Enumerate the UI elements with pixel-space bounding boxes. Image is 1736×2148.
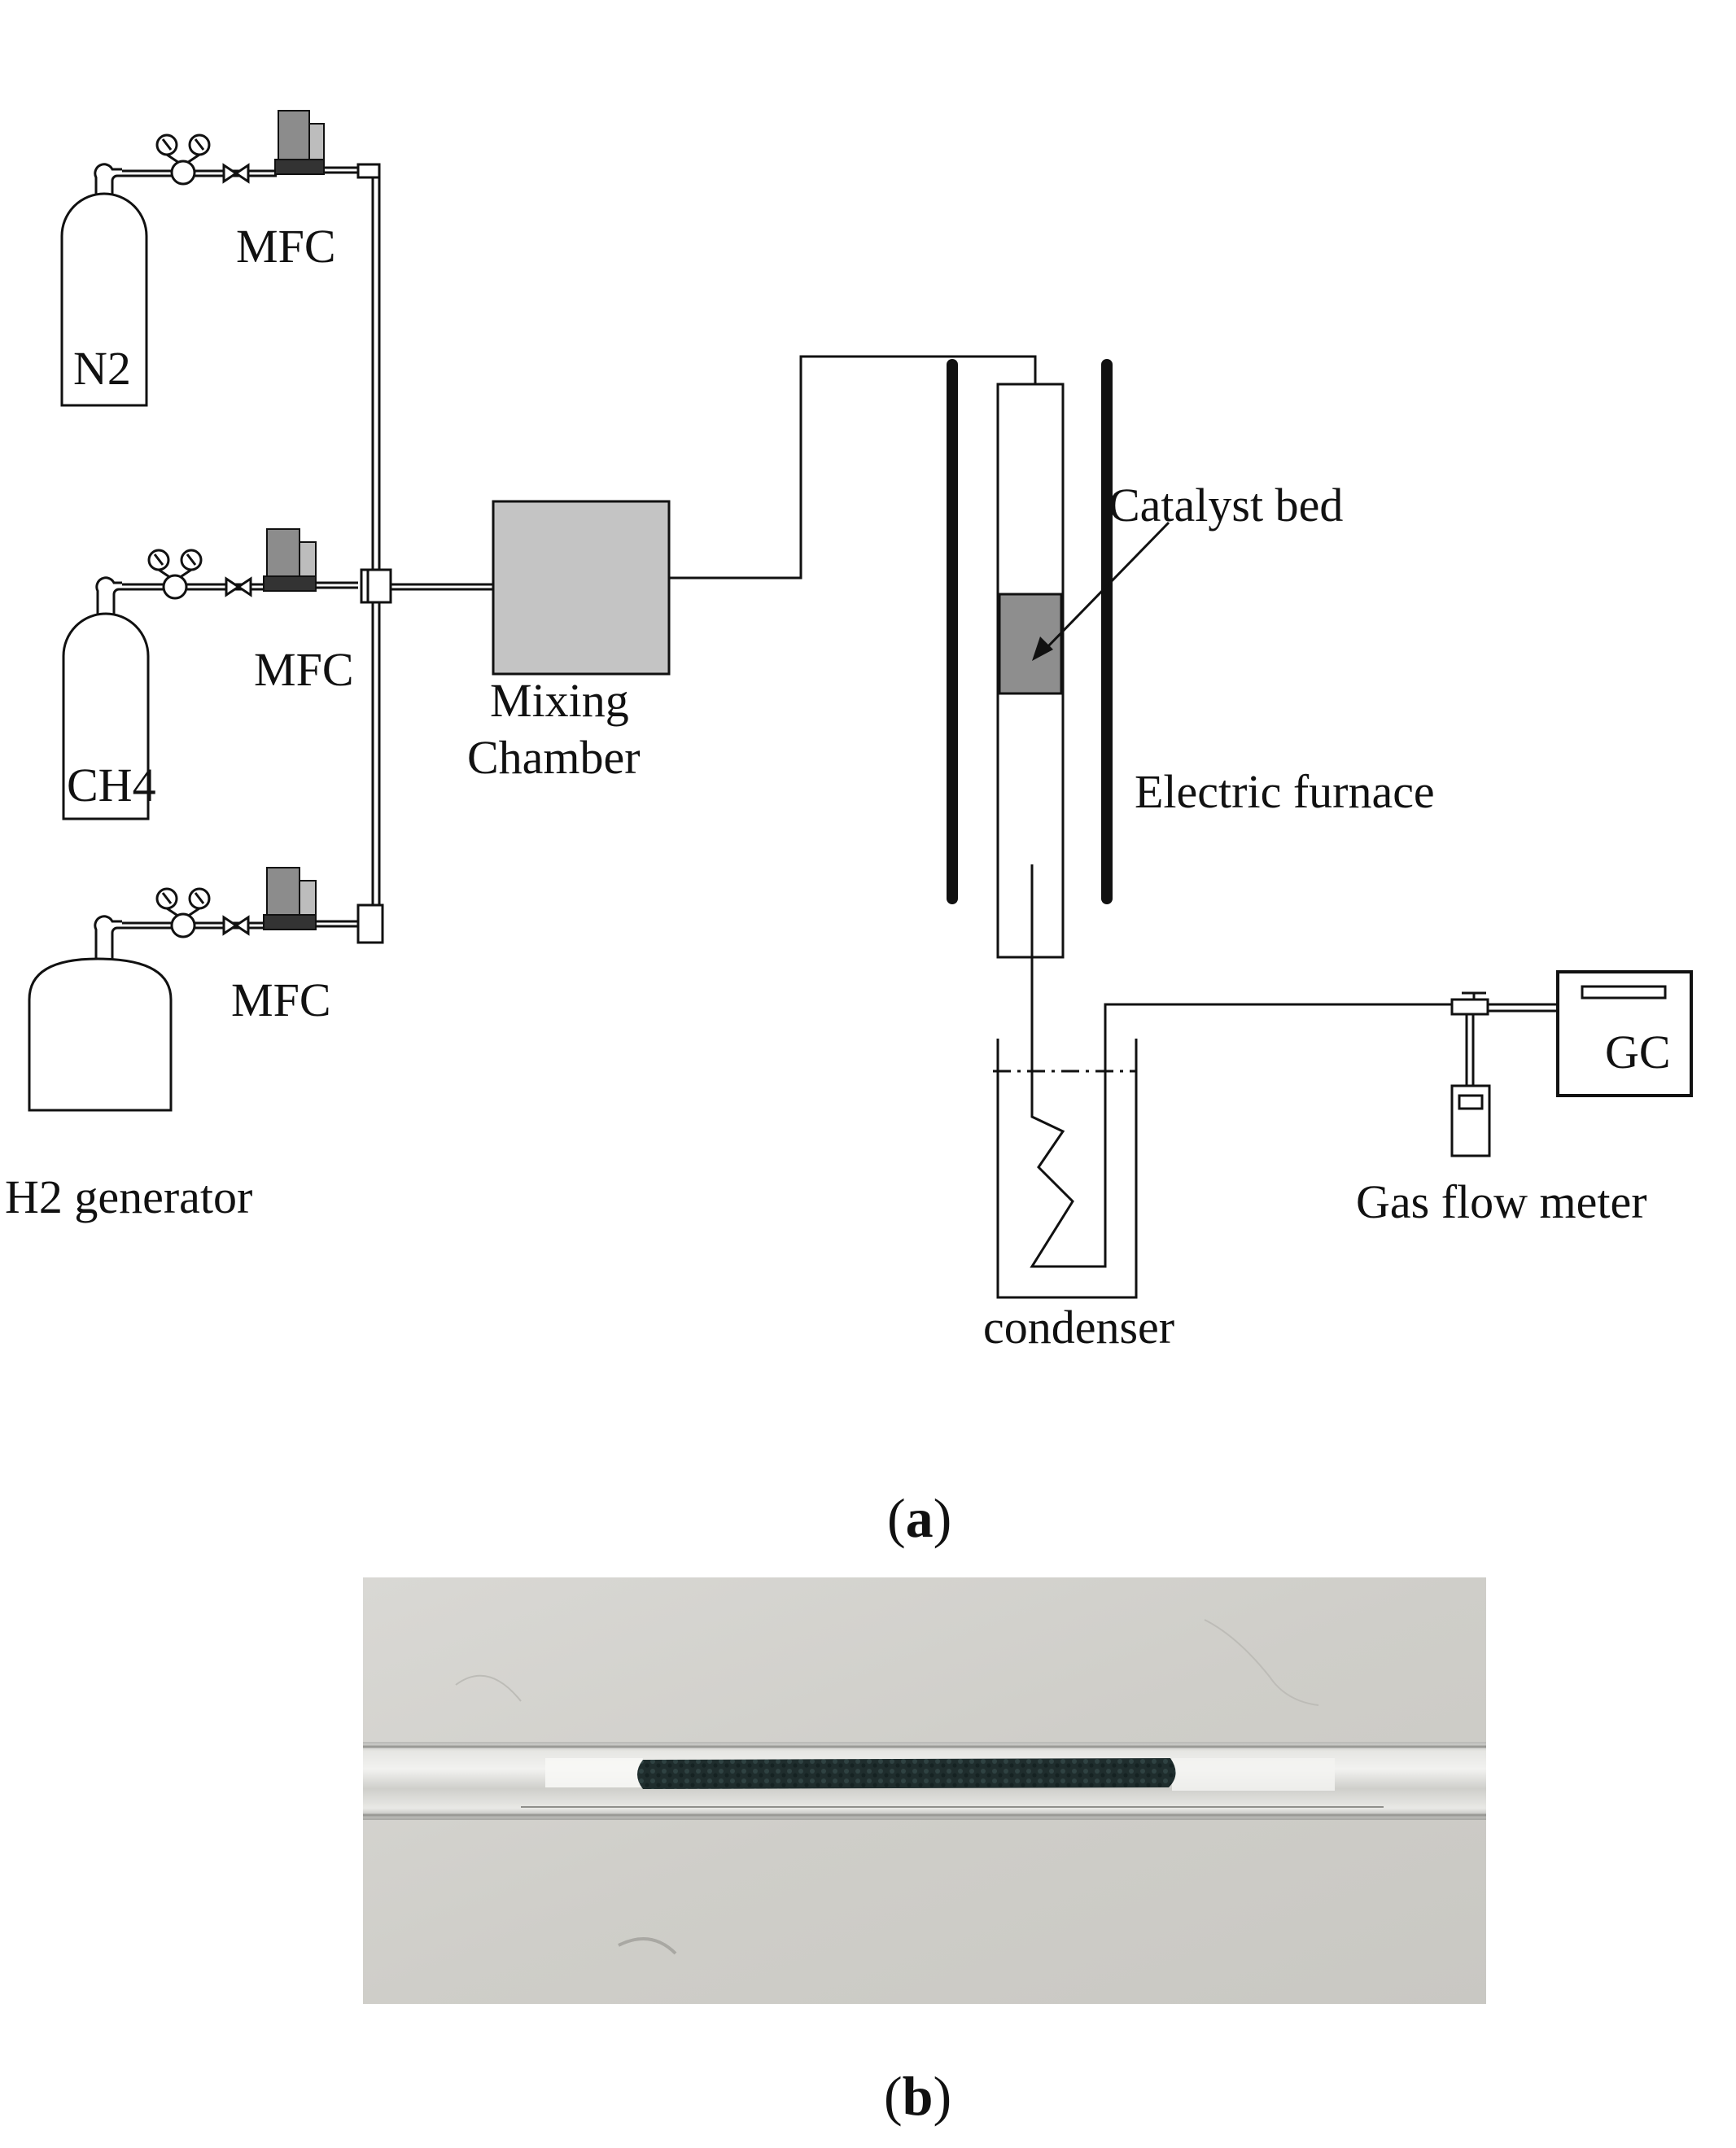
gas-flow-meter-label: Gas flow meter (1356, 1175, 1647, 1228)
gc-unit (1556, 970, 1693, 1097)
n2-cylinder (60, 163, 148, 407)
mixing-chamber-box (492, 500, 671, 676)
condenser-vessel (996, 1039, 1138, 1299)
catalyst-arrow (1032, 521, 1170, 661)
caption-b: (b) (884, 2065, 951, 2127)
mfc-unit-2 (263, 528, 317, 592)
valve-3 (222, 915, 250, 936)
mfc-label-1: MFC (236, 220, 336, 273)
regulator-1 (155, 133, 211, 186)
caption-a-open: ( (887, 1487, 906, 1549)
mfc-unit-3 (263, 867, 317, 930)
panel-a-diagram (28, 110, 1693, 1299)
mfc-label-2: MFC (254, 643, 354, 696)
gas-manifold (356, 163, 392, 944)
mixing-chamber-label-line2: Chamber (467, 731, 641, 784)
regulator-3 (155, 887, 211, 938)
caption-a-close: ) (934, 1487, 952, 1549)
condenser-label: condenser (983, 1301, 1174, 1354)
h2-generator-label: H2 generator (5, 1170, 252, 1223)
h2-generator-tank (28, 915, 173, 1112)
catalyst-pellets (637, 1758, 1176, 1789)
gc-label: GC (1605, 1026, 1671, 1078)
regulator-2 (147, 549, 203, 600)
valve-1 (222, 163, 250, 184)
electric-furnace-label: Electric furnace (1135, 765, 1435, 818)
panel-a-labels: MFC N2 MFC CH4 MFC H2 generator Mixing C… (5, 220, 1671, 1354)
caption-b-open: ( (884, 2065, 903, 2127)
n2-label: N2 (73, 342, 131, 395)
panel-b-photo (363, 1577, 1486, 2004)
ch4-cylinder (62, 576, 150, 820)
sampling-tee (1450, 991, 1558, 1086)
gas-flow-meter-device (1450, 1084, 1491, 1157)
caption-b-letter: b (903, 2065, 934, 2127)
mixing-chamber-label-line1: Mixing (490, 674, 629, 727)
caption-b-close: ) (933, 2065, 951, 2127)
caption-a-letter: a (906, 1487, 934, 1549)
catalyst-bed-label: Catalyst bed (1109, 479, 1343, 532)
caption-a: (a) (887, 1487, 951, 1549)
mfc-label-3: MFC (231, 973, 331, 1026)
valve-2 (225, 576, 252, 597)
mfc-unit-1 (274, 110, 325, 175)
ch4-label: CH4 (67, 759, 156, 812)
